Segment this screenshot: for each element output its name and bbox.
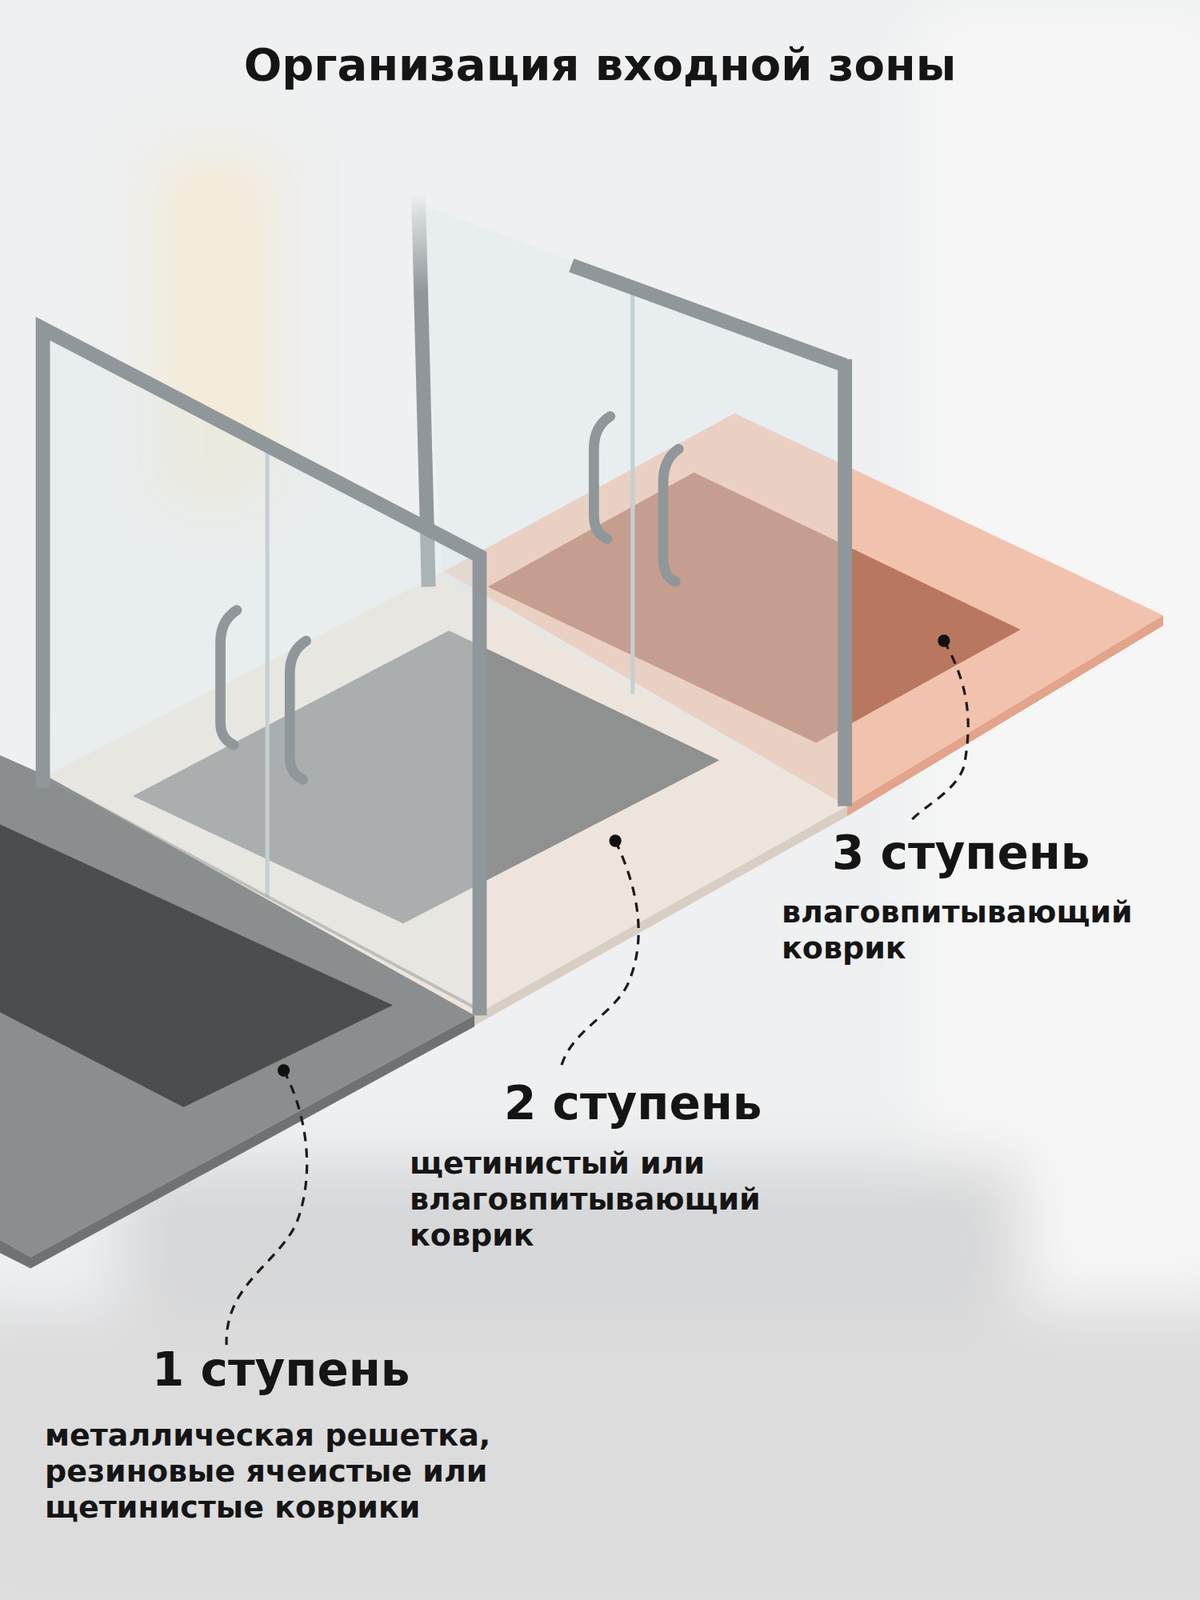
stage-heading: 2 ступень <box>504 1076 763 1131</box>
stage-description: щетинистый или влаговпитывающий коврик <box>409 1145 890 1253</box>
diagram-title: Организация входной зоны <box>0 38 1200 91</box>
door-1 <box>43 328 480 1016</box>
stage-heading: 3 ступень <box>832 825 1091 880</box>
stage-heading: 1 ступень <box>152 1342 411 1397</box>
stage-description: металлическая решетка, резиновые ячеисты… <box>44 1417 597 1525</box>
leader-lines <box>226 640 968 1345</box>
stage-description: влаговпитывающий коврик <box>781 894 1182 967</box>
